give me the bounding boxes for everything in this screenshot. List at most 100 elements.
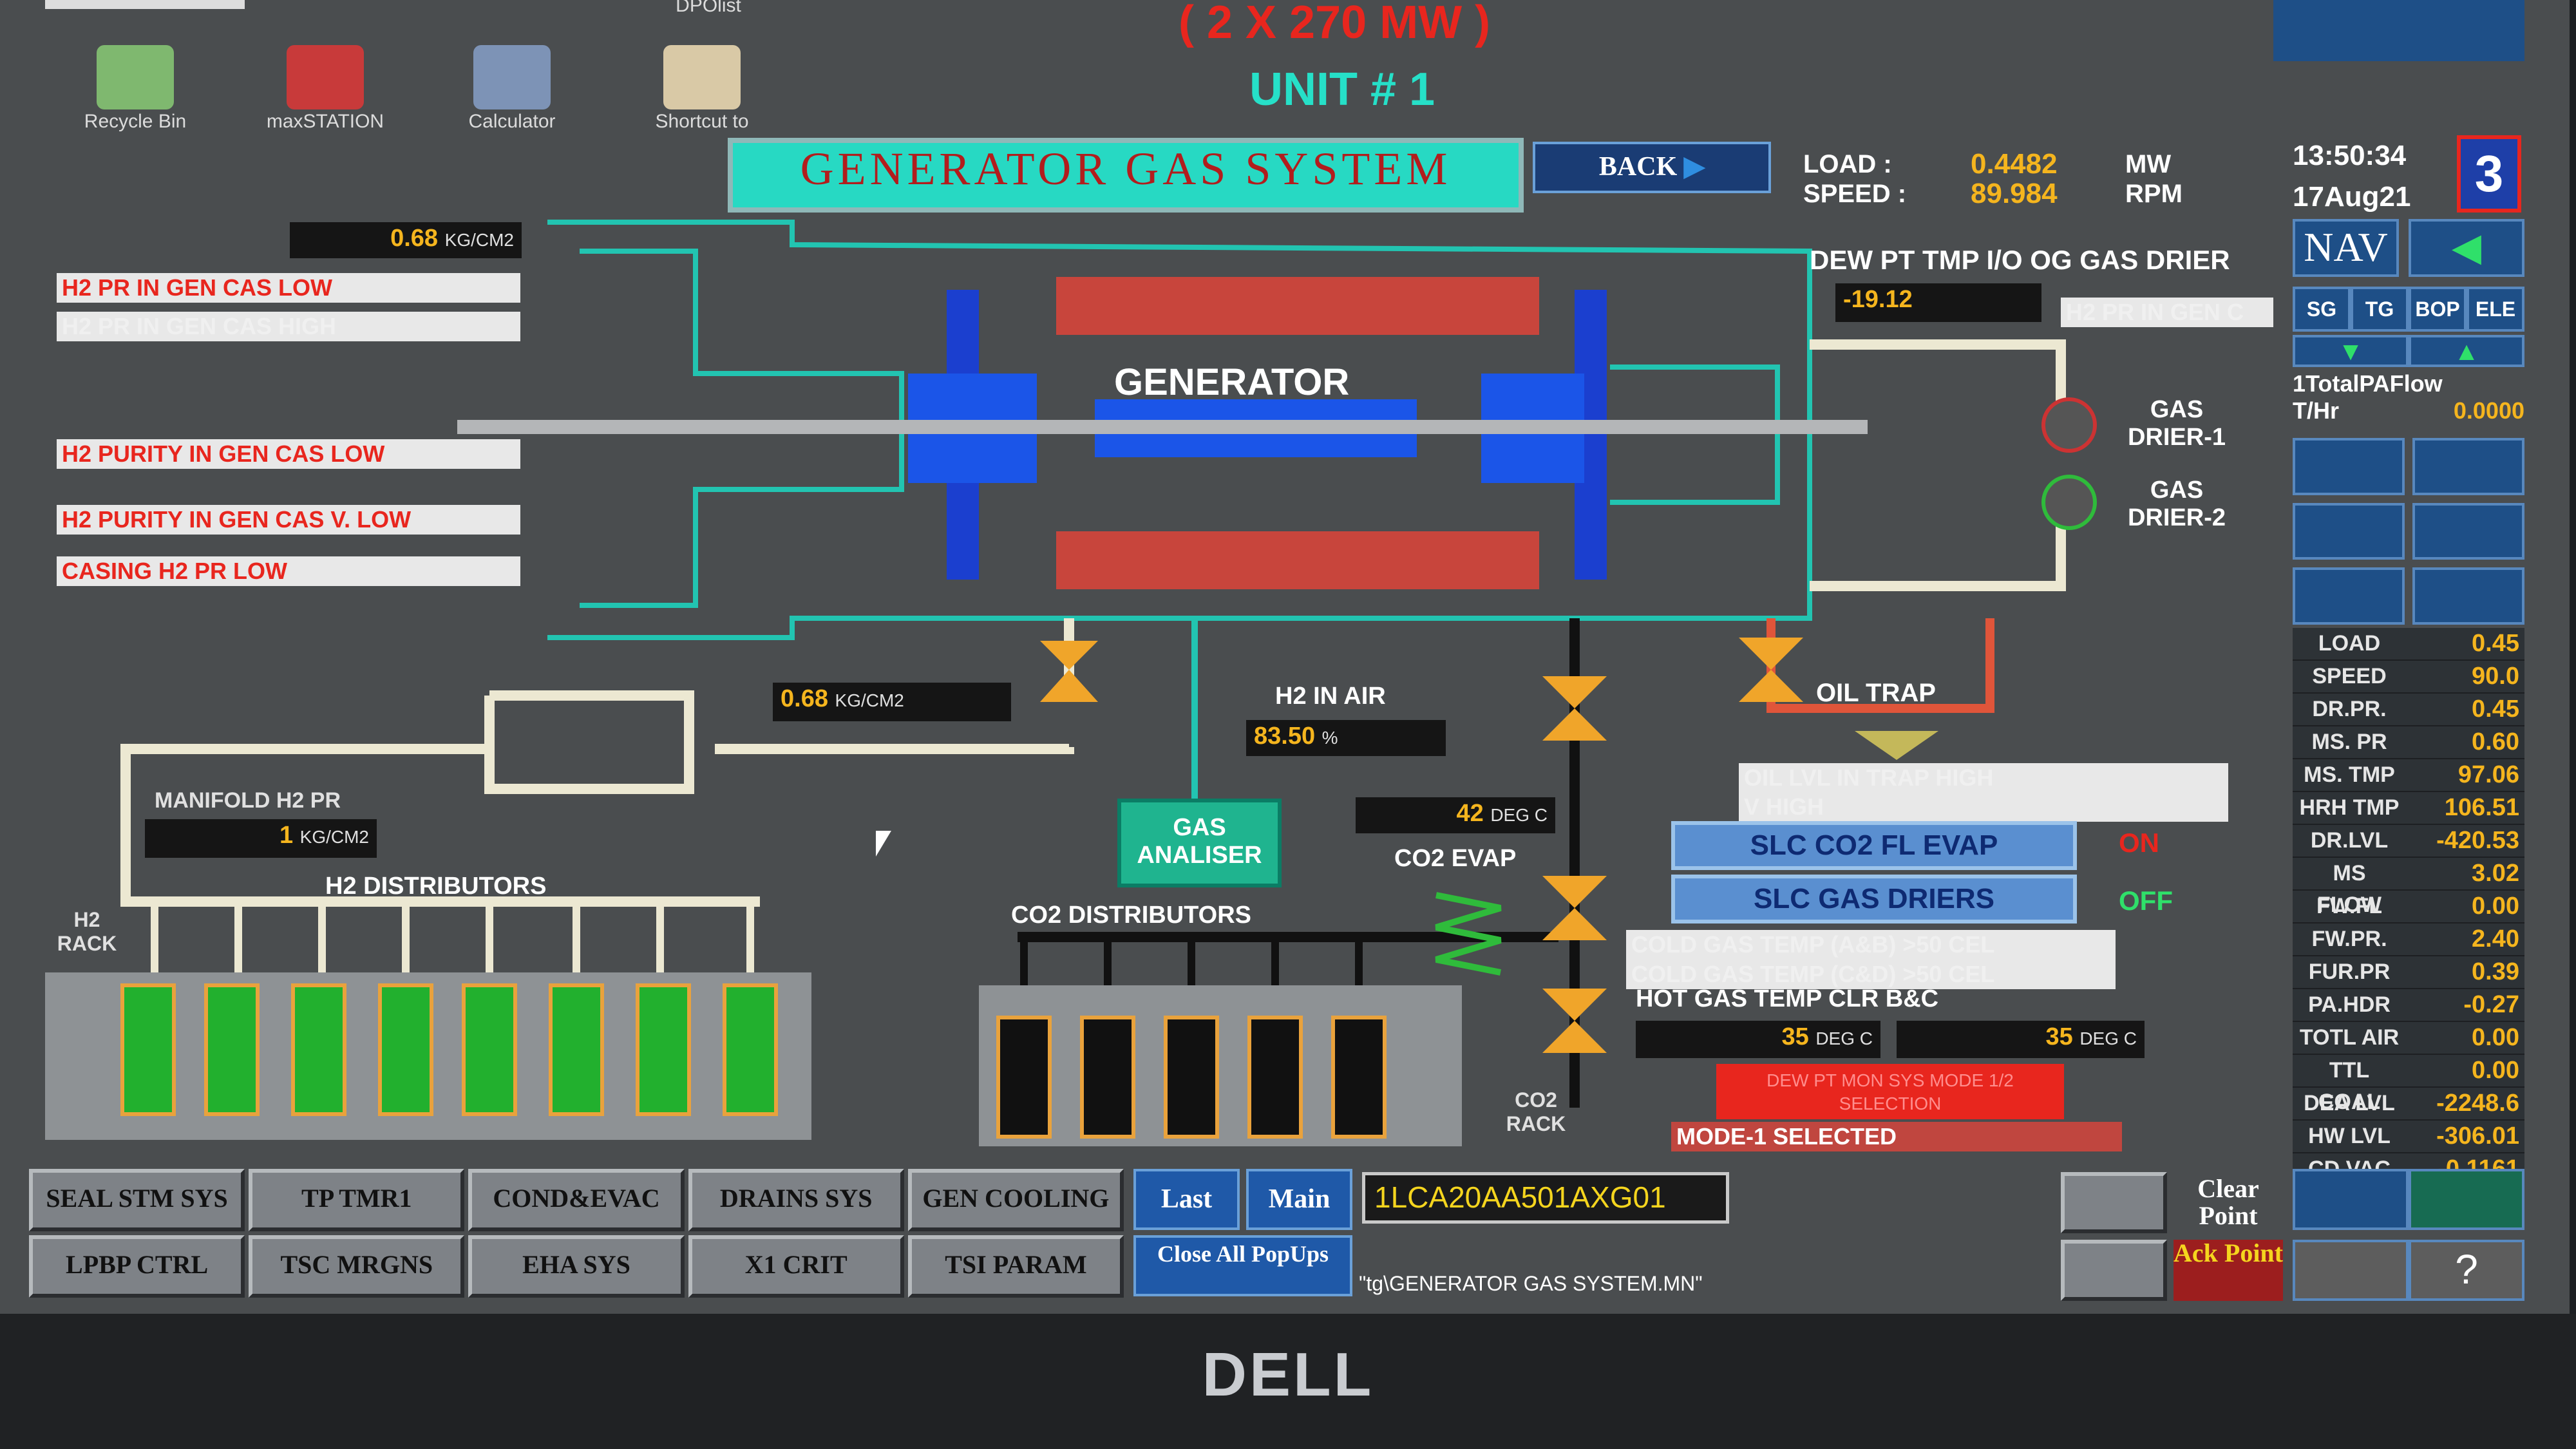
- point-tag-icon[interactable]: [2061, 1172, 2167, 1233]
- tab-ele[interactable]: ELE: [2467, 287, 2524, 332]
- nav-tabs: SG TG BOP ELE: [2293, 287, 2524, 332]
- unit-title: UNIT # 1: [1249, 64, 1435, 115]
- point-list-icon[interactable]: [2061, 1240, 2167, 1301]
- dew-point-label: DEW PT TMP I/O OG GAS DRIER: [1810, 245, 2230, 275]
- alarm-cold-gas-cd[interactable]: COLD GAS TEMP (C&D) >50 CEL: [1626, 960, 2116, 989]
- main-button[interactable]: Main: [1246, 1169, 1352, 1230]
- slc-co2-evap-button[interactable]: SLC CO2 FL EVAP: [1671, 821, 2077, 870]
- clock-time: 13:50:34: [2293, 140, 2407, 171]
- co2-evap-temp-unit: DEG C: [1490, 805, 1548, 825]
- tsi-param-button[interactable]: TSI PARAM: [907, 1235, 1124, 1298]
- h2-in-air-label: H2 IN AIR: [1275, 683, 1386, 710]
- nav-back-arrow-icon[interactable]: ◀: [2409, 219, 2524, 277]
- side-param-row[interactable]: DR.PR.0.45: [2293, 694, 2524, 726]
- side-param-value: 0.00: [2472, 1057, 2519, 1084]
- back-button[interactable]: BACK ▶: [1533, 142, 1771, 193]
- alarm-purity-low[interactable]: H2 PURITY IN GEN CAS LOW: [57, 439, 520, 469]
- co2-distributors-label: CO2 DISTRIBUTORS: [1011, 902, 1252, 929]
- lpbp-ctrl-button[interactable]: LPBP CTRL: [29, 1235, 245, 1298]
- tp-tmr1-button[interactable]: TP TMR1: [249, 1169, 465, 1231]
- alarm-h2-pr-high[interactable]: H2 PR IN GEN CAS HIGH: [57, 312, 520, 341]
- scroll-down-icon[interactable]: ▼: [2293, 335, 2409, 367]
- gen-cooling-button[interactable]: GEN COOLING: [907, 1169, 1124, 1231]
- scroll-up-icon[interactable]: ▲: [2409, 335, 2524, 367]
- no-view-icon[interactable]: [2293, 1240, 2409, 1301]
- alarm-oil-lvl-vhigh[interactable]: V HIGH: [1739, 792, 2228, 822]
- help-icon[interactable]: ?: [2409, 1240, 2524, 1301]
- side-param-value: 0.45: [2472, 696, 2519, 723]
- hmi-screen: DPOlist Recycle Bin maxSTATION Calculato…: [0, 0, 2570, 1314]
- hot-gas-b-readout: 35 DEG C: [1636, 1021, 1880, 1058]
- tsc-mrgns-button[interactable]: TSC MRGNS: [249, 1235, 465, 1298]
- top-pressure-readout: 0.68 KG/CM2: [290, 222, 522, 258]
- recycle-bin-icon[interactable]: [97, 45, 174, 109]
- clear-point-button[interactable]: Clear Point: [2197, 1174, 2259, 1230]
- tab-sg[interactable]: SG: [2293, 287, 2351, 332]
- ack-point-button[interactable]: Ack Point: [2174, 1240, 2283, 1301]
- load-unit: MW: [2125, 150, 2172, 178]
- flow-unit: T/Hr: [2293, 397, 2339, 424]
- x1-crit-button[interactable]: X1 CRIT: [688, 1235, 904, 1298]
- side-param-value: 0.00: [2472, 1024, 2519, 1051]
- side-param-value: 97.06: [2458, 761, 2519, 788]
- drains-sys-button[interactable]: DRAINS SYS: [688, 1169, 904, 1231]
- trend-icon[interactable]: [2293, 502, 2405, 560]
- alarm-h2-pr-low[interactable]: H2 PR IN GEN CAS LOW: [57, 273, 520, 303]
- side-param-row[interactable]: DEA LVL-2248.6: [2293, 1088, 2524, 1121]
- calculator-icon[interactable]: [473, 45, 551, 109]
- gas-analiser-box[interactable]: GAS ANALISER: [1117, 799, 1282, 887]
- tab-tg[interactable]: TG: [2351, 287, 2409, 332]
- mode-selected-status: MODE-1 SELECTED: [1671, 1122, 2122, 1151]
- screen-number-badge[interactable]: 3: [2457, 135, 2521, 213]
- bar-chart-icon[interactable]: [2412, 438, 2524, 495]
- last-button[interactable]: Last: [1133, 1169, 1240, 1230]
- list-icon[interactable]: [2412, 502, 2524, 560]
- tag-input[interactable]: 1LCA20AA501AXG01: [1362, 1172, 1729, 1224]
- side-param-row[interactable]: FW.PR.2.40: [2293, 923, 2524, 956]
- tab-bop[interactable]: BOP: [2409, 287, 2467, 332]
- alarm-purity-vlow[interactable]: H2 PURITY IN GEN CAS V. LOW: [57, 505, 520, 535]
- speed-label: SPEED :: [1803, 180, 1907, 208]
- load-value: 0.4482: [1971, 148, 2058, 180]
- side-param-label: HRH TMP: [2299, 795, 2400, 820]
- printer-icon[interactable]: [2412, 567, 2524, 625]
- alarm-cold-gas-ab[interactable]: COLD GAS TEMP (A&B) >50 CEL: [1626, 930, 2116, 960]
- manifold-readout: 1 KG/CM2: [145, 819, 377, 858]
- book-icon[interactable]: [2293, 438, 2405, 495]
- h2-rack-label: H2 RACK: [57, 908, 117, 955]
- alarm-dew-pt-mon[interactable]: DEW PT MON SYS MODE 1/2 SELECTION: [1716, 1064, 2064, 1119]
- slc-gas-driers-button[interactable]: SLC GAS DRIERS: [1671, 875, 2077, 923]
- exit-icon[interactable]: [2409, 1169, 2524, 1230]
- close-all-popups-button[interactable]: Close All PopUps: [1133, 1235, 1352, 1296]
- side-param-row[interactable]: PA.HDR-0.27: [2293, 989, 2524, 1022]
- eha-sys-button[interactable]: EHA SYS: [468, 1235, 685, 1298]
- cond-evac-button[interactable]: COND&EVAC: [468, 1169, 685, 1231]
- brand-logo: [2273, 0, 2524, 61]
- side-param-row[interactable]: DR.LVL-420.53: [2293, 825, 2524, 858]
- shortcut-icon[interactable]: [663, 45, 741, 109]
- seal-stm-sys-button[interactable]: SEAL STM SYS: [29, 1169, 245, 1231]
- side-param-row[interactable]: HW LVL-306.01: [2293, 1121, 2524, 1153]
- alarm-h2-pr-gen[interactable]: H2 PR IN GEN C: [2061, 298, 2273, 327]
- keyboard-icon[interactable]: [2293, 1169, 2409, 1230]
- hot-gas-c-value: 35: [2045, 1023, 2073, 1050]
- graph-icon[interactable]: [2293, 567, 2405, 625]
- alarm-casing-low[interactable]: CASING H2 PR LOW: [57, 556, 520, 586]
- monitor-bezel: [0, 1314, 2576, 1449]
- nav-button[interactable]: NAV: [2293, 219, 2399, 277]
- manifold-value: 1: [279, 822, 294, 849]
- maxstation-icon[interactable]: [287, 45, 364, 109]
- manifold-label: MANIFOLD H2 PR: [155, 788, 341, 813]
- alarm-oil-lvl-high[interactable]: OIL LVL IN TRAP HIGH: [1739, 763, 2228, 793]
- slc-co2-state: ON: [2119, 828, 2159, 858]
